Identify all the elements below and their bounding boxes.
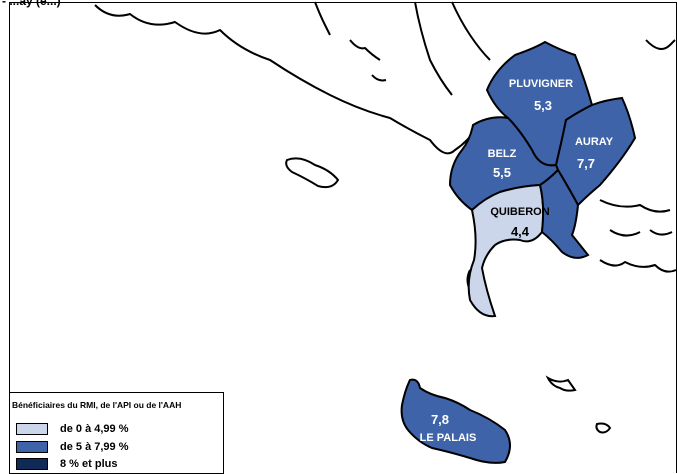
coastline-east-b bbox=[599, 199, 671, 213]
canton-region-auray-south bbox=[538, 168, 590, 259]
canton-name-quiberon: QUIBERON bbox=[490, 206, 549, 218]
coastline bbox=[94, 1, 677, 291]
coastline-inlet-a bbox=[314, 1, 331, 36]
canton-value-le-palais: 7,8 bbox=[431, 412, 449, 427]
island-groix bbox=[285, 157, 340, 189]
canton-name-belz: BELZ bbox=[488, 148, 517, 160]
canton-region-quiberon bbox=[467, 183, 545, 318]
legend-swatch-high bbox=[16, 457, 48, 470]
coastline-east-a bbox=[645, 39, 676, 50]
legend-item: de 0 à 4,99 % bbox=[16, 421, 129, 436]
legend-label-low: de 0 à 4,99 % bbox=[60, 422, 129, 435]
coastline-inlet-b bbox=[349, 39, 381, 61]
map-legend: Bénéficiaires du RMI, de l'API ou de l'A… bbox=[9, 392, 224, 474]
islet-hoedic bbox=[595, 422, 612, 434]
coastline-north bbox=[94, 4, 479, 155]
legend-swatch-low bbox=[16, 422, 48, 435]
legend-label-high: 8 % et plus bbox=[60, 457, 118, 470]
canton-name-le-palais: LE PALAIS bbox=[420, 432, 477, 444]
coastline-east-d bbox=[609, 229, 641, 237]
canton-name-auray: AURAY bbox=[575, 136, 614, 148]
legend-swatch-mid bbox=[16, 440, 48, 453]
coastline-river-a bbox=[414, 1, 453, 96]
legend-item: de 5 à 7,99 % bbox=[16, 439, 129, 454]
canton-region-le-palais bbox=[400, 378, 511, 464]
canton-value-pluvigner: 5,3 bbox=[534, 98, 552, 113]
legend-item: 8 % et plus bbox=[16, 456, 117, 471]
page-heading: - ...ay (e...) bbox=[2, 0, 61, 8]
coastline-east-c bbox=[599, 259, 677, 273]
canton-value-belz: 5,5 bbox=[493, 165, 511, 180]
canton-name-pluvigner: PLUVIGNER bbox=[509, 78, 573, 90]
legend-label-mid: de 5 à 7,99 % bbox=[60, 440, 129, 453]
coastline-inlet-c bbox=[371, 74, 387, 82]
canton-value-quiberon: 4,4 bbox=[511, 224, 530, 239]
coastline-east-e bbox=[649, 229, 673, 236]
canton-value-auray: 7,7 bbox=[577, 156, 595, 171]
legend-title: Bénéficiaires du RMI, de l'API ou de l'A… bbox=[12, 400, 182, 410]
coastline-river-b bbox=[451, 1, 491, 61]
islet-houat bbox=[545, 375, 577, 392]
